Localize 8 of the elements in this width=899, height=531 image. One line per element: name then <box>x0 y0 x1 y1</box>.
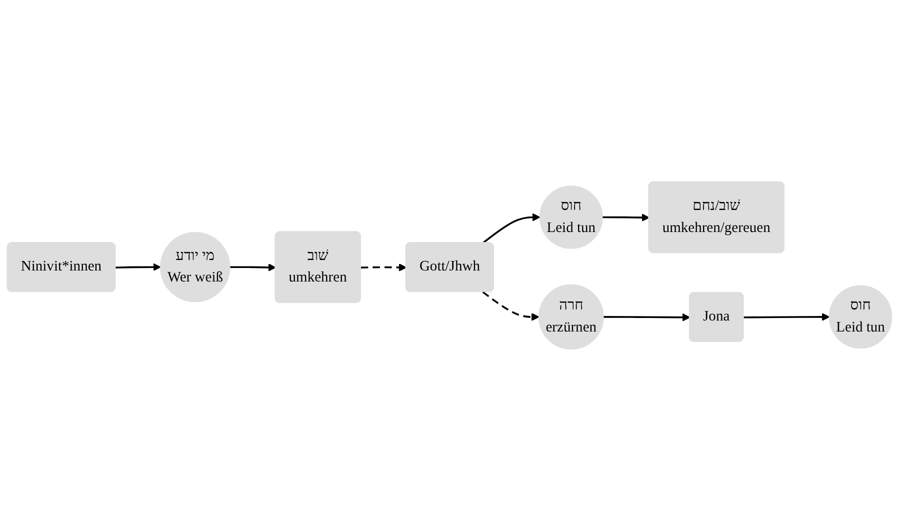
arrow <box>602 214 650 222</box>
arrow <box>230 263 276 272</box>
arrow <box>116 263 161 272</box>
arrow <box>360 263 407 272</box>
arrow <box>744 312 830 321</box>
arrow <box>482 213 540 244</box>
arrow <box>603 313 690 322</box>
arrow <box>482 291 540 321</box>
